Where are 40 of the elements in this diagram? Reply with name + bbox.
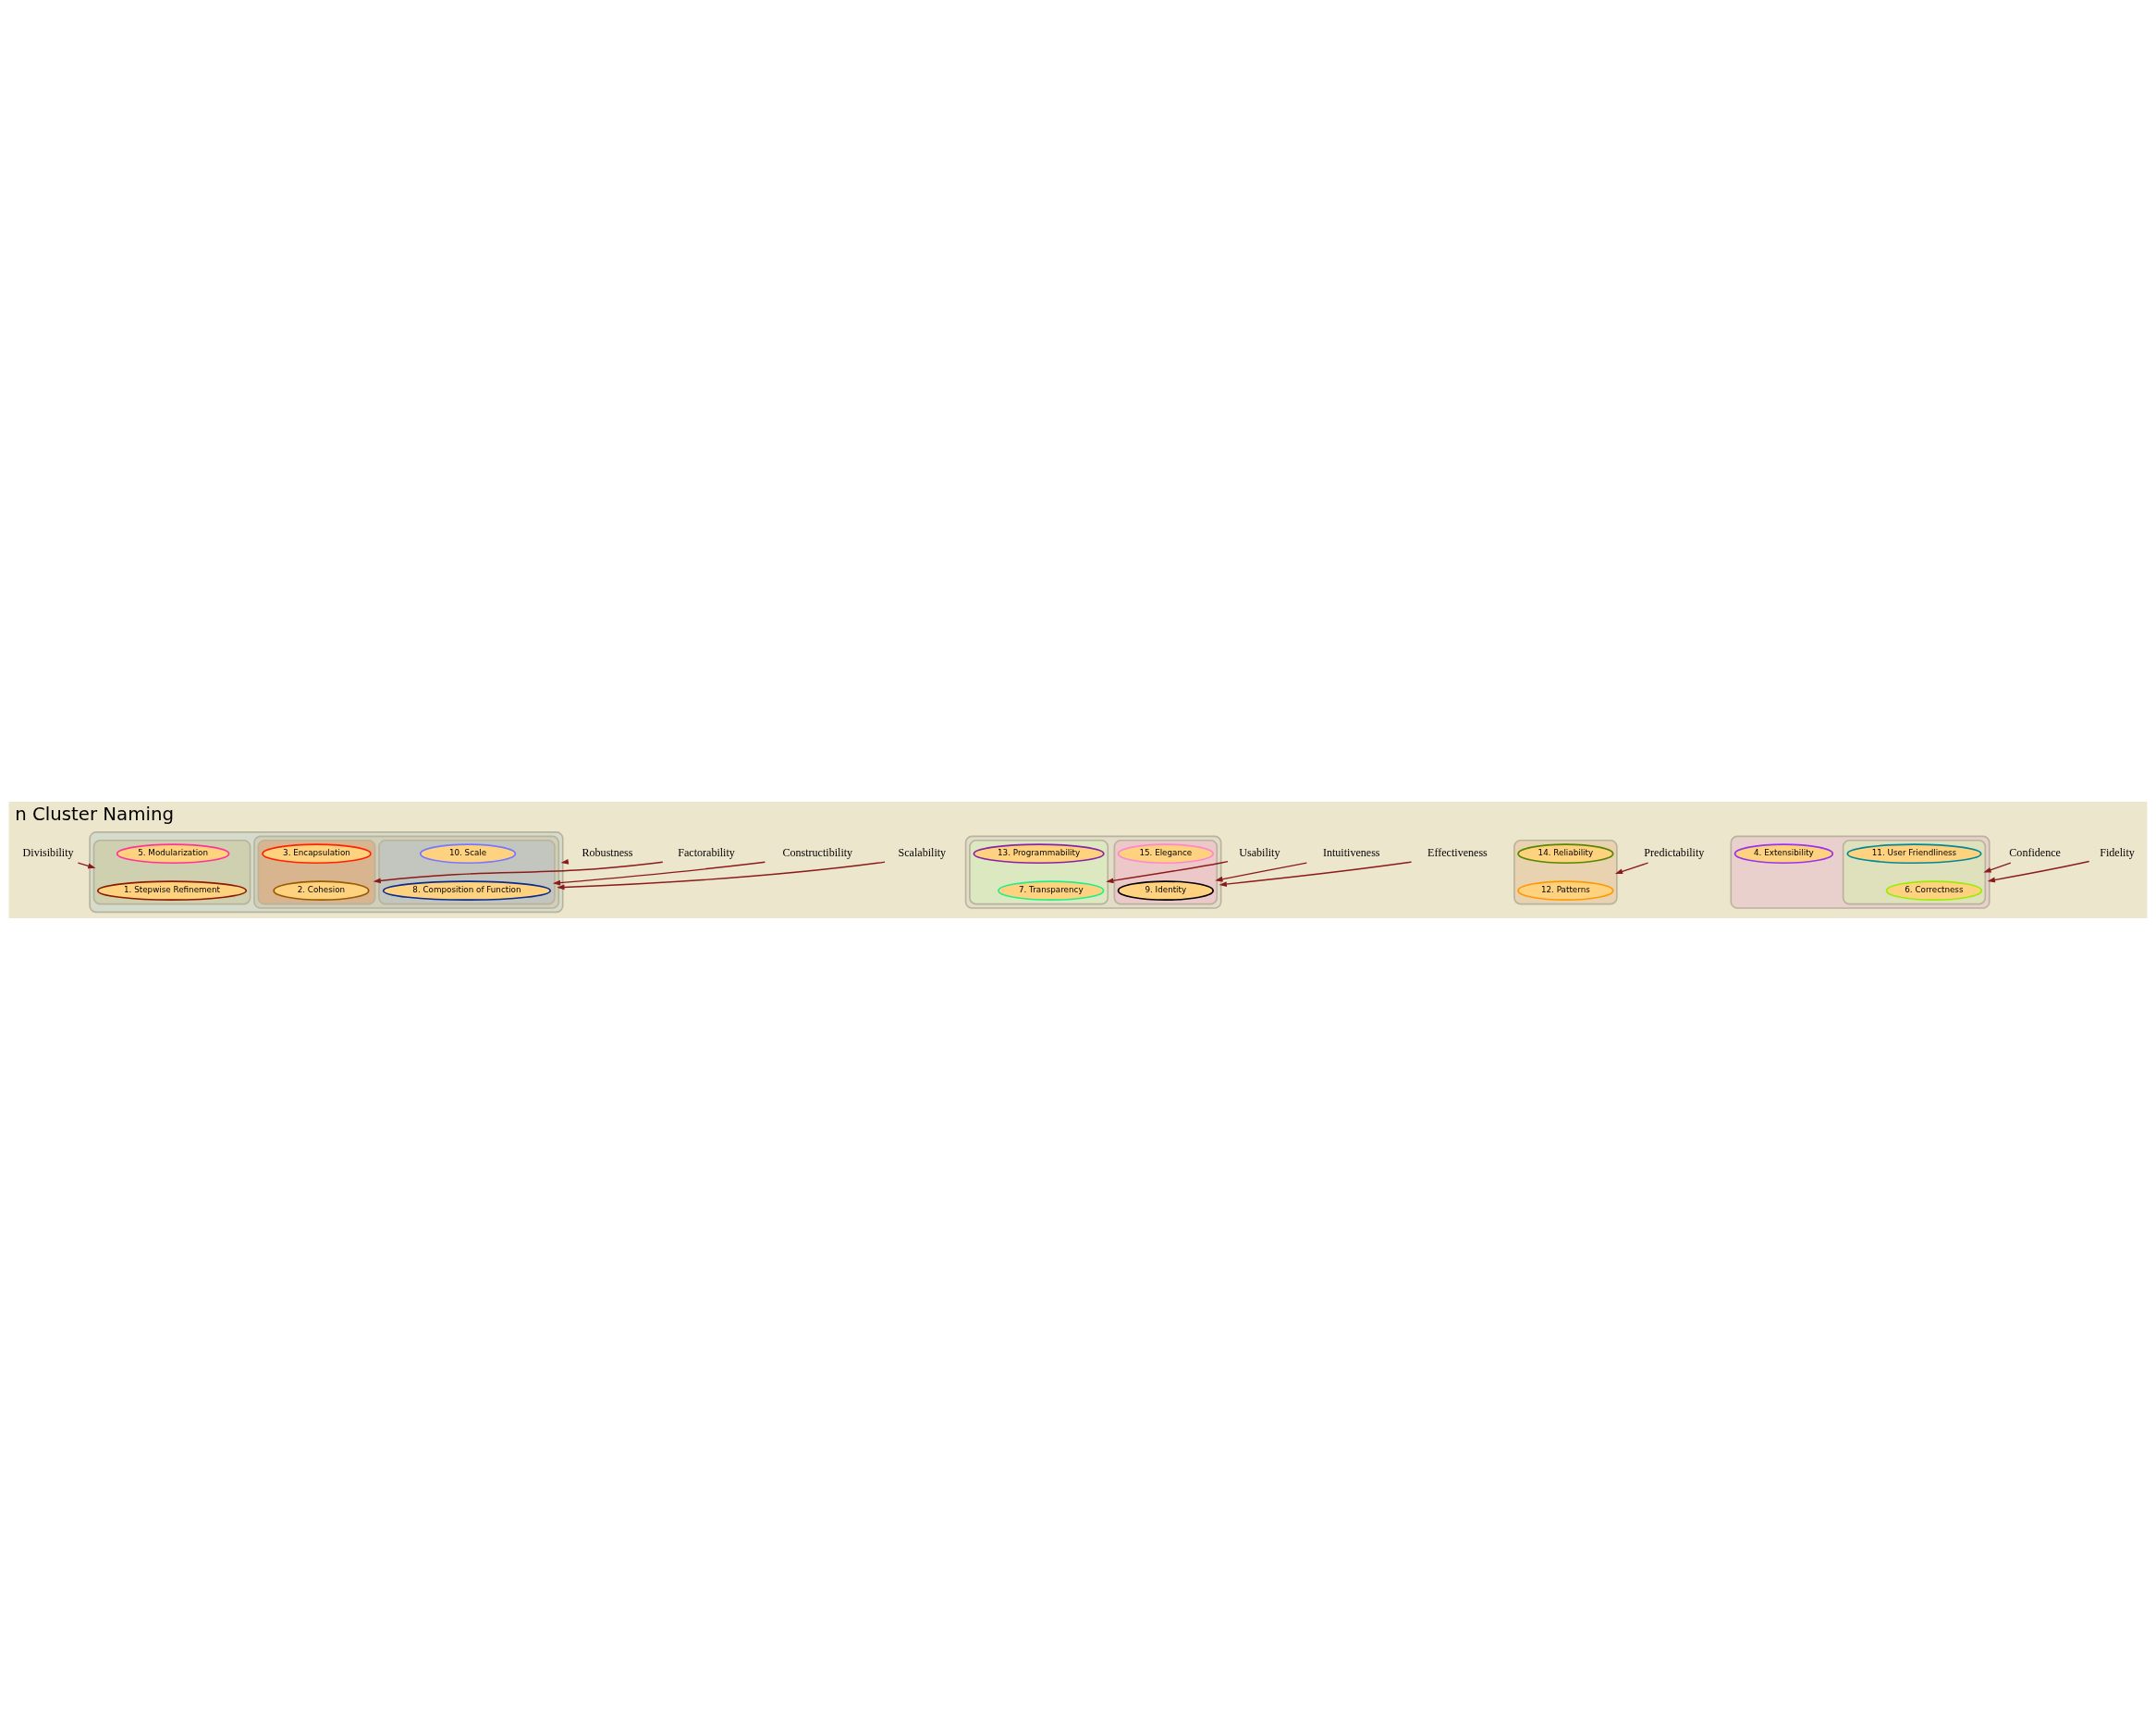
cluster — [969, 839, 1109, 905]
node-text: Robustness — [582, 846, 633, 860]
node-text: Effectiveness — [1427, 846, 1488, 860]
node-ellipse: 8. Composition of Function — [382, 880, 552, 901]
node-ellipse: 14. Reliability — [1517, 843, 1614, 865]
arrow — [1987, 860, 2090, 883]
node-ellipse: 11. User Friendliness — [1846, 843, 1982, 865]
node-text: Intuitiveness — [1322, 846, 1380, 860]
node-ellipse: 3. Encapsulation — [262, 843, 372, 865]
arrow — [1215, 862, 1308, 882]
node-text: Confidence — [2009, 846, 2061, 860]
cluster — [1513, 839, 1618, 905]
node-ellipse: 7. Transparency — [998, 880, 1105, 901]
node-text: Scalability — [898, 846, 947, 860]
node-ellipse: 5. Modularization — [116, 843, 230, 865]
node-ellipse: 13. Programmability — [973, 843, 1105, 865]
node-text: Fidelity — [2100, 846, 2135, 860]
arrow — [1614, 862, 1649, 875]
node-ellipse: 6. Correctness — [1885, 880, 1983, 901]
cluster — [92, 839, 251, 905]
node-ellipse: 10. Scale — [419, 843, 517, 865]
node-ellipse: 4. Extensibility — [1733, 843, 1834, 865]
cluster — [378, 839, 556, 905]
node-ellipse: 2. Cohesion — [273, 880, 370, 901]
arrow — [1106, 861, 1229, 884]
cluster — [257, 839, 376, 905]
node-text: Divisibility — [22, 846, 74, 860]
node-ellipse: 12. Patterns — [1517, 880, 1614, 901]
node-ellipse: 1. Stepwise Refinement — [96, 880, 248, 901]
node-ellipse: 15. Elegance — [1117, 843, 1214, 865]
node-text: Predictability — [1644, 846, 1705, 860]
diagram-title: n Cluster Naming — [15, 804, 174, 826]
cluster — [1842, 839, 1987, 905]
node-ellipse: 9. Identity — [1117, 880, 1214, 901]
cluster — [1113, 839, 1219, 905]
node-text: Factorability — [678, 846, 735, 860]
arrow — [1983, 862, 2012, 873]
node-text: Usability — [1239, 846, 1280, 860]
arrow — [1219, 861, 1413, 887]
node-text: Constructibility — [782, 846, 853, 860]
